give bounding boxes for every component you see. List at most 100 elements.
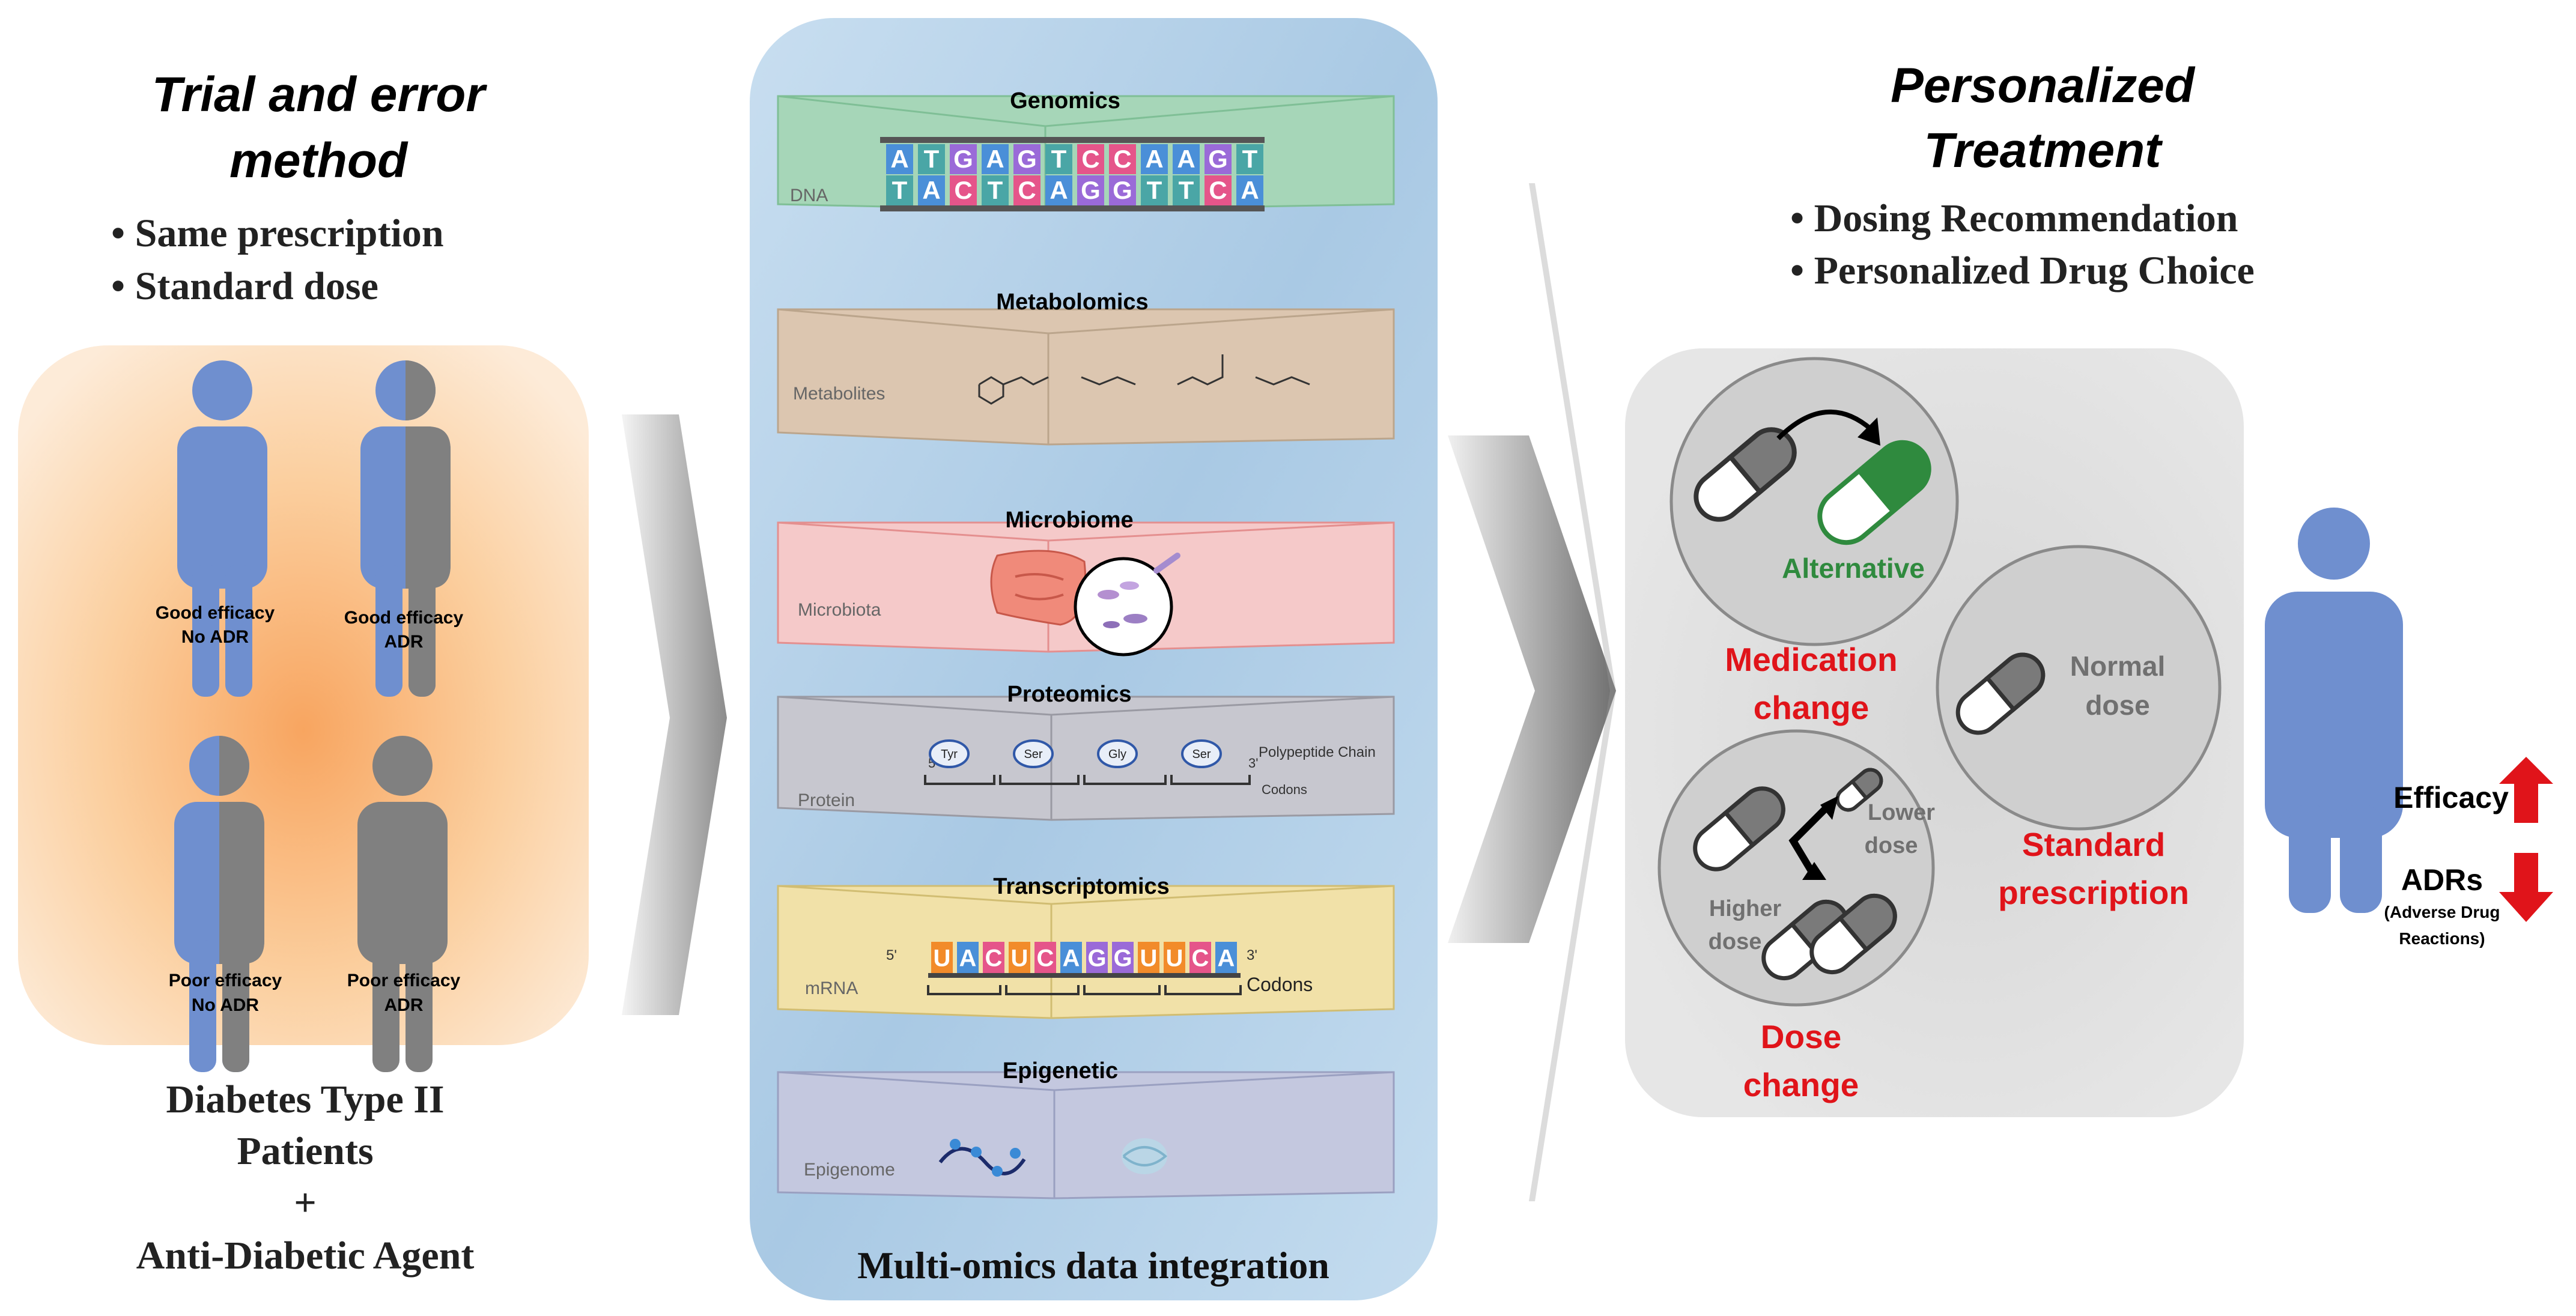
dna-bottom-base-letter: C: [1209, 176, 1227, 204]
patient-figure-4: [357, 736, 448, 1072]
left-caption-line3: +: [294, 1181, 317, 1225]
lower-dose-line1: Lower: [1868, 800, 1935, 825]
mrna-base-tile: [1138, 942, 1159, 973]
mrna-base-tile: [1086, 942, 1108, 973]
chevron-arrow-1: [622, 414, 727, 1015]
standard-prescription-line2: prescription: [1998, 874, 2189, 911]
left-title-line1: Trial and error: [152, 67, 488, 122]
dna-top-base-tile: [982, 144, 1009, 174]
metabolites-label: Metabolites: [793, 384, 885, 404]
mrna-base-tile: [1112, 942, 1134, 973]
dna-top-base-letter: A: [890, 145, 908, 173]
dna-top-base-letter: C: [1081, 145, 1099, 173]
mrna-base-letter: A: [959, 945, 977, 972]
left-title-line2: method: [229, 133, 409, 188]
dna-bottom-base-letter: G: [1081, 176, 1101, 204]
patient-figure-1: [177, 360, 267, 697]
right-title-line2: Treatment: [1924, 123, 2164, 178]
dna-bottom-base-letter: T: [1147, 176, 1162, 204]
dna-bottom-base-tile: [1077, 175, 1104, 205]
proteomics-title: Proteomics: [1007, 682, 1132, 707]
dna-bottom-base-tile: [950, 175, 977, 205]
dna-top-base-tile: [1173, 144, 1200, 174]
dna-top-base-tile: [918, 144, 945, 174]
amino-acid-residue: [929, 739, 970, 768]
dna-top-base-letter: G: [1017, 145, 1037, 173]
patient-figure-2: [360, 360, 451, 697]
mrna-base-letter: C: [985, 945, 1003, 972]
left-caption-line4: Anti-Diabetic Agent: [136, 1234, 475, 1278]
dna-top-base-tile: [1013, 144, 1040, 174]
epigenetic-layer: Epigenetic Epigenome: [777, 1058, 1395, 1199]
left-bullet-2: • Standard dose: [111, 264, 378, 308]
intestine-icon: [990, 550, 1087, 626]
mrna-base-tile: [1164, 942, 1185, 973]
arrow-down-icon: [2499, 853, 2553, 922]
mrna-base-letter: U: [1140, 945, 1158, 972]
dna-top-base-tile: [1204, 144, 1232, 174]
mrna-label: mRNA: [805, 978, 858, 998]
normal-dose-line2: dose: [2085, 690, 2149, 721]
patient-4-label-line1: Poor efficacy: [347, 971, 461, 990]
dna-bottom-base-letter: A: [922, 176, 940, 204]
amino-acid-residue: [1097, 739, 1138, 768]
dna-bottom-base-letter: T: [1179, 176, 1194, 204]
mrna-end3: 3': [1247, 947, 1257, 963]
patient-1-label-line1: Good efficacy: [156, 603, 275, 623]
dna-bottom-base-letter: T: [988, 176, 1003, 204]
pill-green-icon: [1817, 440, 1931, 545]
protein-end3: 3': [1248, 756, 1258, 771]
mrna-base-tile: [1009, 942, 1030, 973]
mrna-base-letter: C: [1037, 945, 1054, 972]
pill-small-icon: [1835, 768, 1883, 812]
dose-change-line2: change: [1743, 1066, 1859, 1103]
amino-acid-label: Ser: [1024, 748, 1042, 761]
amino-acid-residue: [1013, 739, 1054, 768]
dna-bottom-base-tile: [886, 175, 913, 205]
mrna-base-tile: [931, 942, 953, 973]
mrna-base-tile: [1189, 942, 1211, 973]
dna-bottom-base-tile: [1204, 175, 1232, 205]
dna-top-base-tile: [1141, 144, 1168, 174]
microbiome-title: Microbiome: [1005, 508, 1133, 533]
mrna-base-tile: [983, 942, 1004, 973]
polypeptide-chain-label: Polypeptide Chain: [1259, 744, 1376, 760]
dna-top-base-tile: [886, 144, 913, 174]
dna-bottom-base-letter: C: [954, 176, 972, 204]
dna-top-base-letter: G: [953, 145, 973, 173]
amino-acid-label: Ser: [1192, 748, 1211, 761]
dna-bottom-base-letter: C: [1018, 176, 1036, 204]
dna-top-base-letter: T: [1242, 145, 1258, 173]
adrs-label: ADRs: [2401, 863, 2483, 897]
amino-acid-label: Gly: [1108, 748, 1126, 761]
pill-medium-icon: [1693, 786, 1785, 872]
genomics-title: Genomics: [1010, 88, 1120, 114]
dna-top-base-tile: [1236, 144, 1263, 174]
dna-bottom-base-letter: T: [892, 176, 908, 204]
mrna-codons-label: Codons: [1247, 974, 1313, 995]
dna-top-base-tile: [1109, 144, 1136, 174]
patient-figure-3: [174, 736, 264, 1072]
left-bullet-1: • Same prescription: [111, 211, 444, 255]
patient-figure-outcome: [2265, 508, 2403, 913]
dna-bottom-base-tile: [982, 175, 1009, 205]
mrna-base-letter: U: [934, 945, 951, 972]
mrna-base-letter: G: [1087, 945, 1106, 972]
dna-methylation-icon: [938, 1139, 1026, 1177]
chevron-arrow-2: [1448, 435, 1616, 943]
bacteria-magnifier-icon: [1074, 553, 1180, 656]
standard-prescription-line1: Standard: [2022, 826, 2165, 863]
dna-top-base-letter: A: [1145, 145, 1163, 173]
arrow-up-icon: [2499, 757, 2553, 823]
mrna-base-letter: A: [1218, 945, 1235, 972]
dna-bottom-base-tile: [918, 175, 945, 205]
amino-acid-residue: [1181, 739, 1222, 768]
omics-caption: Multi-omics data integration: [857, 1244, 1329, 1287]
mrna-base-letter: U: [1166, 945, 1183, 972]
mrna-base-letter: C: [1192, 945, 1209, 972]
metabolomics-title: Metabolomics: [996, 290, 1148, 315]
